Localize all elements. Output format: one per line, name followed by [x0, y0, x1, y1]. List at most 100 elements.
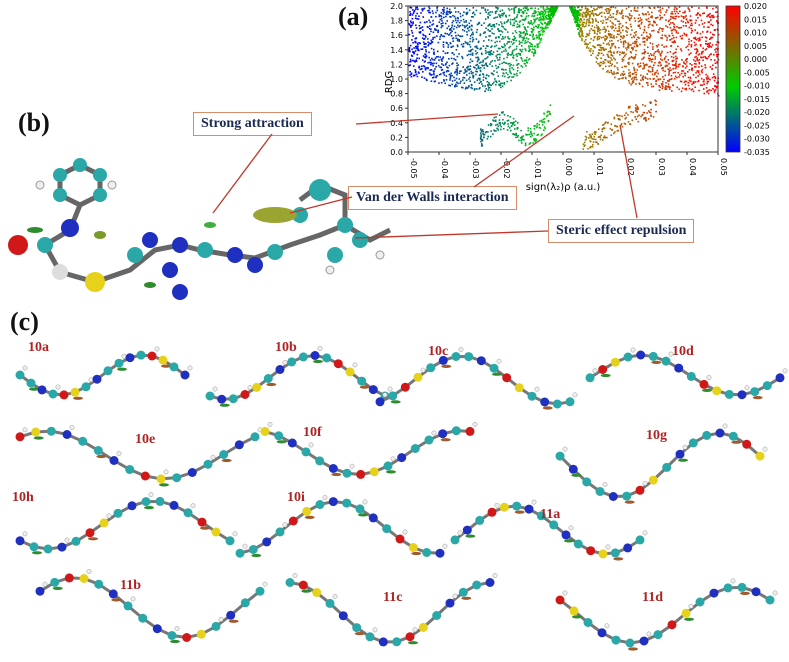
hydrogen-atom — [532, 500, 536, 504]
atom — [562, 530, 571, 539]
atom — [153, 624, 162, 633]
atom — [342, 499, 351, 508]
atom — [490, 364, 499, 373]
nci-isosurface — [305, 516, 315, 519]
nci-isosurface — [117, 368, 127, 371]
nci-isosurface — [161, 365, 171, 368]
molecule-10c — [376, 347, 578, 409]
atom — [226, 536, 235, 545]
hydrogen-atom — [403, 530, 407, 534]
atom — [197, 630, 206, 639]
hydrogen-atom — [683, 445, 687, 449]
nci-isosurface — [441, 365, 451, 368]
hydrogen-atom — [149, 492, 153, 496]
atom — [148, 352, 157, 361]
hydrogen-atom — [243, 544, 247, 548]
atom — [329, 497, 338, 506]
hydrogen-atom — [647, 632, 651, 636]
atom — [217, 395, 226, 404]
atom — [742, 440, 751, 449]
atom — [31, 428, 40, 437]
hydrogen-atom — [421, 368, 425, 372]
atom — [382, 524, 391, 533]
atom — [329, 464, 338, 473]
atom — [316, 500, 325, 509]
atom — [172, 473, 181, 482]
atom — [612, 636, 621, 645]
atom — [49, 390, 58, 399]
atom — [622, 492, 631, 501]
nci-isosurface — [331, 473, 341, 476]
atom — [94, 446, 103, 455]
atom — [422, 548, 431, 557]
atom — [586, 373, 595, 382]
atom — [170, 362, 179, 371]
nci-isosurface — [355, 632, 365, 635]
atom — [104, 366, 113, 375]
atom — [261, 427, 270, 436]
hydrogen-atom — [535, 387, 539, 391]
hydrogen-atom — [606, 545, 610, 549]
nci-isosurface — [73, 397, 83, 400]
atom — [182, 633, 191, 642]
atom — [756, 452, 765, 461]
atom — [556, 596, 565, 605]
atom — [126, 353, 135, 362]
atom — [500, 503, 509, 512]
atom — [662, 357, 671, 366]
nci-isosurface — [628, 647, 638, 650]
nci-isosurface — [170, 640, 180, 643]
nci-isosurface — [625, 501, 635, 504]
hydrogen-atom — [353, 363, 357, 367]
molecule-10b — [206, 346, 393, 407]
atom — [115, 359, 124, 368]
hydrogen-atom — [363, 500, 367, 504]
molecule-11c — [286, 573, 498, 646]
atom — [662, 463, 671, 472]
nci-isosurface — [96, 455, 106, 458]
atom — [750, 387, 759, 396]
molecule-10h — [16, 492, 238, 554]
hydrogen-atom — [131, 597, 135, 601]
atom — [599, 549, 608, 558]
nci-isosurface — [572, 615, 582, 618]
atom — [406, 632, 415, 641]
hydrogen-atom — [89, 378, 93, 382]
atom — [396, 535, 405, 544]
nci-isosurface — [753, 396, 763, 399]
atom — [738, 583, 747, 592]
atom — [114, 509, 123, 518]
nci-isosurface — [222, 459, 232, 462]
label-10e: 10e — [135, 432, 155, 448]
atom — [570, 606, 579, 615]
atom — [58, 543, 67, 552]
atom — [27, 379, 36, 388]
label-11b: 11b — [120, 578, 141, 594]
atom — [356, 470, 365, 479]
atom — [82, 382, 91, 391]
atom — [311, 351, 320, 360]
atom — [289, 517, 298, 526]
nci-isosurface — [740, 592, 750, 595]
hydrogen-atom — [495, 503, 499, 507]
atom — [156, 497, 165, 506]
atom — [654, 630, 663, 639]
atom — [124, 601, 133, 610]
hydrogen-atom — [23, 428, 27, 432]
atom — [334, 359, 343, 368]
hydrogen-atom — [318, 346, 322, 350]
atom — [776, 373, 785, 382]
atom — [251, 432, 260, 441]
atom — [249, 545, 258, 554]
atom — [36, 587, 45, 596]
atom — [584, 618, 593, 627]
atom — [712, 386, 721, 395]
hydrogen-atom — [87, 569, 91, 573]
nci-isosurface — [34, 436, 44, 439]
atom — [392, 637, 401, 646]
hydrogen-atom — [593, 369, 597, 373]
atom — [72, 537, 81, 546]
atom — [636, 535, 645, 544]
atom — [339, 611, 348, 620]
atom — [419, 623, 428, 632]
